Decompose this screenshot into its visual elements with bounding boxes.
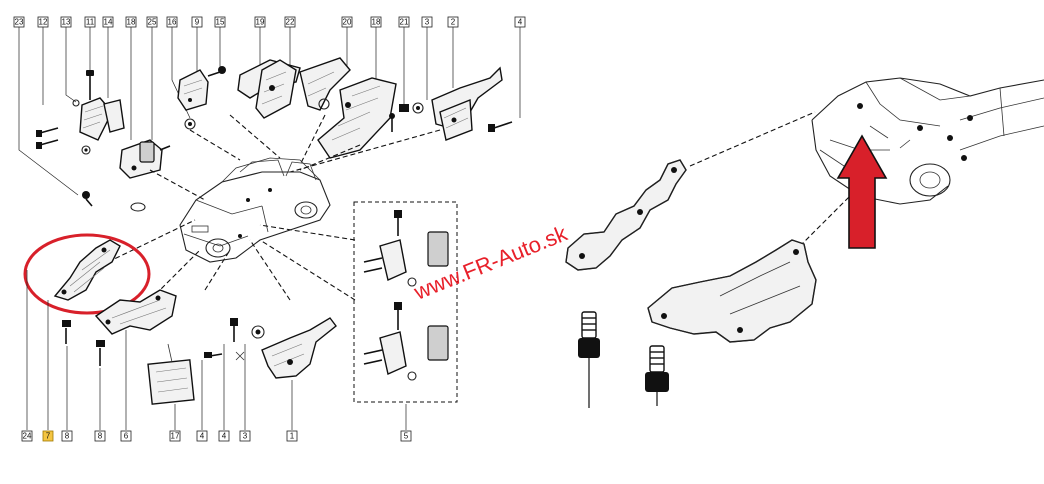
- part-label: 17: [171, 432, 180, 441]
- part-label: 25: [148, 18, 157, 27]
- part-label-box: 4: [218, 430, 230, 442]
- part-label-box: 1: [286, 430, 298, 442]
- part-label: 16: [168, 18, 177, 27]
- part-label-box: 3: [239, 430, 251, 442]
- part-label: 4: [200, 432, 205, 441]
- part-label-box: 13: [60, 16, 72, 28]
- enlarged-bolt-right: [645, 345, 669, 406]
- hinge-2: [431, 66, 513, 141]
- bolt-23: [82, 191, 146, 212]
- part-label-box: 18: [125, 16, 137, 28]
- part-label: 3: [243, 432, 248, 441]
- lower-hardware-cluster: [204, 317, 337, 379]
- hinge-group-16-9: [177, 66, 226, 130]
- enlarged-hinge-upper: [565, 159, 687, 271]
- part-label: 15: [216, 18, 225, 27]
- part-label-box: 21: [398, 16, 410, 28]
- part-label-box: 3: [421, 16, 433, 28]
- pad-17: [147, 343, 195, 405]
- part-label: 14: [104, 18, 113, 27]
- part-label-box: 20: [341, 16, 353, 28]
- part-label-box: 2: [447, 16, 459, 28]
- part-label: 6: [124, 432, 129, 441]
- part-label-box: 8: [94, 430, 106, 442]
- part-label: 24: [23, 432, 32, 441]
- hinge-bracket-small: [119, 139, 171, 179]
- enlarged-hinge-lower: [647, 239, 817, 343]
- part-label-box: 15: [214, 16, 226, 28]
- part-label-box: 11: [84, 16, 96, 28]
- highlight-circle: [23, 233, 151, 315]
- car-illustration-left: [179, 157, 331, 263]
- part-label-box: 23: [13, 16, 25, 28]
- part-label: 23: [15, 18, 24, 27]
- part-label: 20: [343, 18, 352, 27]
- part-label: 18: [127, 18, 136, 27]
- part-label: 18: [372, 18, 381, 27]
- part-label-box: 14: [102, 16, 114, 28]
- part-label-box: 5: [400, 430, 412, 442]
- part-label: 5: [404, 432, 409, 441]
- enlarged-bolt-left: [578, 311, 600, 408]
- part-label-box: 12: [37, 16, 49, 28]
- part-label-box: 17: [169, 430, 181, 442]
- bolt-21-nut-3: [389, 102, 424, 132]
- top-label-row: 23 12 13 11 14 18 25 16 9 15 19 22 20 18…: [13, 16, 526, 28]
- part-label: 3: [425, 18, 430, 27]
- part-label: 19: [256, 18, 265, 27]
- part-label: 4: [222, 432, 227, 441]
- part-label-box: 4: [514, 16, 526, 28]
- bolts-8: [62, 320, 105, 366]
- part-label-highlighted: 7: [46, 432, 51, 441]
- hardware-cluster-left: [36, 70, 125, 155]
- dashed-callouts-right: [689, 111, 851, 247]
- car-illustration-right: [811, 77, 1044, 205]
- part-label-box: 8: [61, 430, 73, 442]
- part-label: 22: [286, 18, 295, 27]
- part-label: 11: [86, 18, 95, 27]
- hinge-arm-19-22: [237, 59, 301, 119]
- part-label: 8: [98, 432, 103, 441]
- part-label-box: 9: [191, 16, 203, 28]
- part-label-box-highlighted: 7: [42, 430, 54, 442]
- part-label: 2: [451, 18, 456, 27]
- part-label-box: 18: [370, 16, 382, 28]
- hood-hinge-part-6: [94, 289, 177, 335]
- part-label-box: 24: [21, 430, 33, 442]
- hood-hinge-part-7: [53, 239, 121, 301]
- bottom-label-row: 24 7 8 8 6 17 4 4 3 1 5: [21, 430, 412, 442]
- part-label: 8: [65, 432, 70, 441]
- red-arrow-indicator: [836, 134, 888, 249]
- part-label-box: 4: [196, 430, 208, 442]
- part-5-dashed-box: [353, 201, 458, 403]
- part-label-box: 25: [146, 16, 158, 28]
- part-label: 9: [195, 18, 200, 27]
- part-label: 4: [518, 18, 523, 27]
- part-label-box: 22: [284, 16, 296, 28]
- part-label: 12: [39, 18, 48, 27]
- part-label: 1: [290, 432, 295, 441]
- bottom-leader-lines: [26, 270, 407, 430]
- part-label: 13: [62, 18, 71, 27]
- part-label: 21: [400, 18, 409, 27]
- hinge-20: [299, 57, 397, 159]
- part-label-box: 16: [166, 16, 178, 28]
- part-label-box: 19: [254, 16, 266, 28]
- part-label-box: 6: [120, 430, 132, 442]
